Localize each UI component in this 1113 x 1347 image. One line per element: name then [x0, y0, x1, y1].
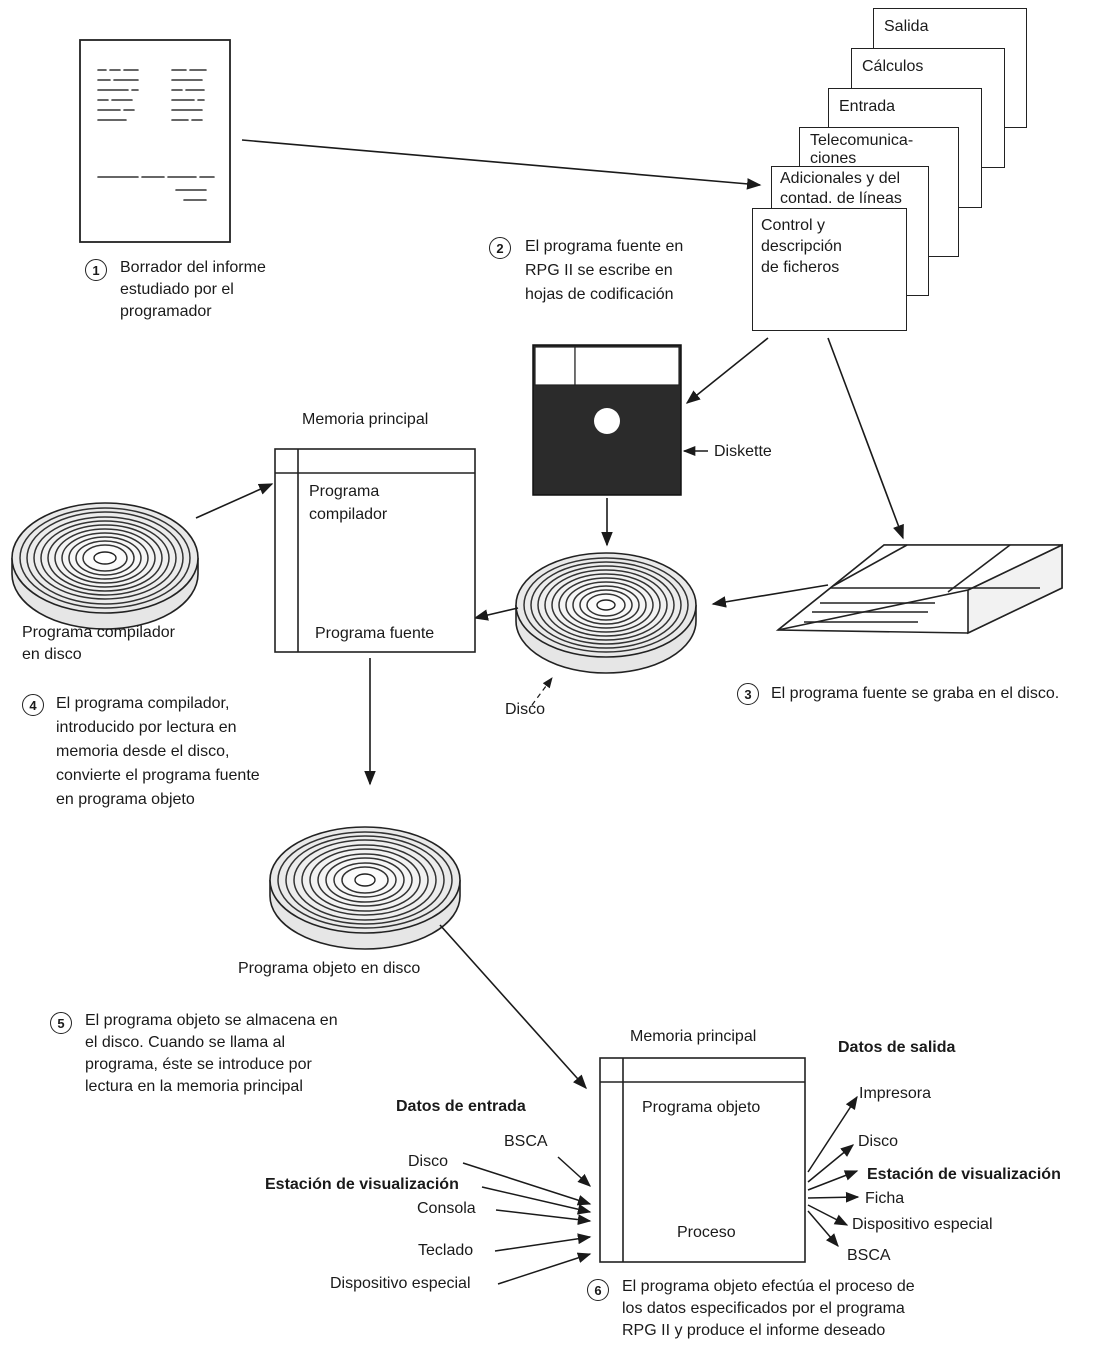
process-label: Proceso: [677, 1224, 736, 1241]
step-2-text: El programa fuente en RPG II se escribe …: [525, 235, 683, 307]
object-disc: [269, 826, 461, 950]
input-item-disco: Disco: [408, 1153, 449, 1170]
step-4-line: convierte el programa fuente: [56, 767, 260, 784]
input-item-dispositivo: Dispositivo especial: [330, 1275, 471, 1292]
draft-report-sheet: [79, 39, 231, 243]
data-entry-terminal: [775, 543, 1063, 635]
arrow-disk-to-memory: [473, 607, 519, 621]
step-5-line: el disco. Cuando se llama al: [85, 1034, 286, 1051]
output-arrows: [807, 1095, 860, 1248]
step-6-text: El programa objeto efectúa el proceso de…: [622, 1276, 915, 1342]
sheet-label: ciones: [810, 150, 857, 167]
output-item-impresora: Impresora: [859, 1085, 932, 1102]
step-4-text: El programa compilador, introducido por …: [56, 692, 260, 812]
arrow-disco-label: [531, 677, 553, 706]
step-1-line: estudiado por el: [120, 281, 234, 298]
input-arrows: [462, 1156, 592, 1285]
input-item-teclado: Teclado: [418, 1242, 474, 1259]
compiler-disc-line: Programa compilador: [22, 624, 175, 641]
sheet-label: Entrada: [839, 98, 896, 115]
output-item-disco: Disco: [858, 1133, 899, 1150]
output-item-ficha: Ficha: [865, 1190, 905, 1207]
step-6-number: 6: [587, 1279, 609, 1301]
sheet-label: de ficheros: [761, 259, 840, 276]
step-5-line: El programa objeto se almacena en: [85, 1012, 338, 1029]
step-4-line: introducido por lectura en: [56, 719, 237, 736]
arrow-sheets-to-diskette: [685, 337, 769, 404]
output-data-title: Datos de salida: [838, 1039, 956, 1056]
output-item-estacion: Estación de visualización: [867, 1166, 1061, 1183]
step-2-line: El programa fuente en: [525, 238, 684, 255]
output-item-dispositivo: Dispositivo especial: [852, 1216, 993, 1233]
disk-label: Disco: [505, 701, 546, 718]
main-memory-box-1: [274, 448, 476, 653]
step-1-line: Borrador del informe: [120, 259, 266, 276]
diskette-graphic: [532, 344, 682, 496]
step-6-line: RPG II y produce el informe deseado: [622, 1322, 886, 1339]
arrow-terminal-to-disk: [711, 584, 829, 608]
coding-sheet-control: Control y descripción de ficheros: [752, 208, 907, 331]
sheet-label: Salida: [884, 18, 929, 35]
sheet-label: descripción: [761, 238, 842, 255]
diskette-label: Diskette: [714, 443, 772, 460]
step-2-line: RPG II se escribe en: [525, 262, 673, 279]
sheet-label: Control y: [761, 217, 826, 234]
step-5-line: lectura en la memoria principal: [85, 1078, 303, 1095]
compiler-program-line: compilador: [309, 506, 388, 523]
arrow-sheets-to-terminal: [827, 337, 904, 540]
input-item-estacion: Estación de visualización: [265, 1176, 459, 1193]
step-5-number: 5: [50, 1012, 72, 1034]
step-4-line: en programa objeto: [56, 791, 195, 808]
step-4-line: El programa compilador,: [56, 695, 230, 712]
step-1-number: 1: [85, 259, 107, 281]
step-2-line: hojas de codificación: [525, 286, 674, 303]
step-6-line: El programa objeto efectúa el proceso de: [622, 1278, 915, 1295]
step-1-line: programador: [120, 303, 212, 320]
sheet-label: Cálculos: [862, 58, 924, 75]
sheet-label: Telecomunica-: [810, 132, 914, 149]
object-disc-label: Programa objeto en disco: [238, 960, 421, 977]
main-memory-2-title: Memoria principal: [630, 1028, 757, 1045]
main-memory-1-title: Memoria principal: [302, 411, 429, 428]
step-5-text: El programa objeto se almacena en el dis…: [85, 1010, 338, 1098]
source-disc: [515, 552, 697, 674]
compiler-disc: [11, 502, 199, 630]
input-data-title: Datos de entrada: [396, 1098, 526, 1115]
step-1-text: Borrador del informe estudiado por el pr…: [120, 257, 266, 323]
arrow-draft-to-sheets: [241, 139, 762, 190]
sheet-label: contad. de líneas: [780, 190, 902, 207]
arrow-object-disc-to-memory: [439, 924, 587, 1090]
input-item-bsca: BSCA: [504, 1133, 548, 1150]
step-5-line: programa, éste se introduce por: [85, 1056, 312, 1073]
arrow-disc-to-memory: [195, 483, 274, 519]
compiler-program-label: Programa compilador: [309, 480, 387, 526]
compiler-disc-label: Programa compilador en disco: [22, 622, 175, 666]
step-2-number: 2: [489, 237, 511, 259]
output-item-bsca: BSCA: [847, 1247, 891, 1264]
step-4-number: 4: [22, 694, 44, 716]
step-4-line: memoria desde el disco,: [56, 743, 230, 760]
step-6-line: los datos especificados por el programa: [622, 1300, 905, 1317]
input-item-consola: Consola: [417, 1200, 476, 1217]
compiler-program-line: Programa: [309, 483, 380, 500]
source-program-label: Programa fuente: [315, 625, 435, 642]
main-memory-box-2: [599, 1057, 806, 1263]
step-3-text: El programa fuente se graba en el disco.: [771, 685, 1060, 702]
sheet-label: Adicionales y del: [780, 170, 901, 187]
compiler-disc-line: en disco: [22, 646, 82, 663]
object-program-label: Programa objeto: [642, 1099, 761, 1116]
step-3-number: 3: [737, 683, 759, 705]
